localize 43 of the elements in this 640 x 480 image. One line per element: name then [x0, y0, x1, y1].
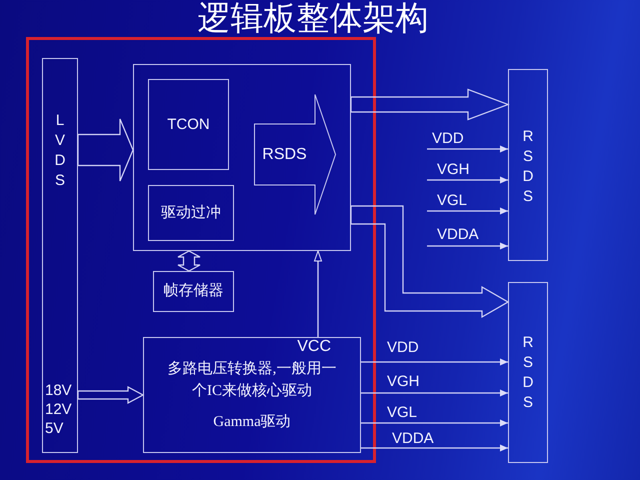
- box-label: Gamma驱动: [213, 413, 291, 432]
- arrow: [427, 242, 508, 250]
- bar-label: R S D S: [522, 127, 534, 207]
- voltage-list: 18V 12V 5V: [45, 381, 72, 438]
- edge-label: VDD: [432, 130, 464, 147]
- output-bar: [508, 282, 548, 463]
- pin-label: VCC: [297, 338, 331, 356]
- block-arrow: [350, 88, 510, 120]
- double-block-arrow: [177, 250, 201, 272]
- process-box: [148, 79, 229, 170]
- bar-label: R S D S: [522, 333, 534, 413]
- block-arrow: [77, 386, 144, 404]
- block-arrow: [77, 118, 134, 182]
- edge-label: VGH: [437, 161, 470, 178]
- edge-label: VGH: [387, 373, 420, 390]
- bar-label: L V D S: [54, 111, 66, 191]
- edge-label: VDDA: [392, 430, 434, 447]
- arrow: [427, 176, 508, 184]
- arrow-shape: [254, 94, 336, 215]
- block-arrow: [350, 205, 510, 318]
- arrow: [427, 146, 508, 152]
- box-description: 多路电压转换器,一般用一个IC来做核心驱动: [166, 360, 338, 401]
- chip-box: [133, 64, 351, 251]
- arrow: [427, 208, 508, 214]
- process-box: [148, 185, 234, 241]
- edge-label: VGL: [437, 192, 468, 209]
- box-label: TCON: [167, 116, 210, 134]
- edge-label: VDD: [387, 339, 419, 356]
- arrow: [314, 250, 322, 337]
- edge-label: VDDA: [437, 226, 479, 243]
- arrow: [361, 420, 508, 426]
- arrow: [361, 444, 508, 452]
- box-label: 帧存储器: [164, 282, 224, 301]
- arrow: [361, 390, 508, 396]
- box-label: 驱动过冲: [161, 204, 221, 222]
- output-bar: [508, 69, 548, 261]
- memory-box: [153, 271, 234, 312]
- input-bar: [42, 58, 78, 453]
- edge-label: VGL: [387, 404, 418, 421]
- converter-box: [143, 337, 361, 453]
- title: 逻辑板整体架构: [198, 2, 428, 37]
- shape-label: RSDS: [262, 145, 307, 164]
- arrow: [361, 358, 508, 366]
